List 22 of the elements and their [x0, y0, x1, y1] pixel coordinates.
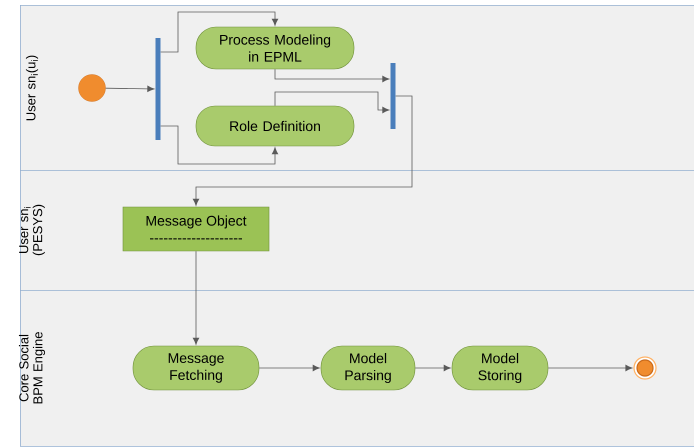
node-label: User sn$_{i}$(u$_{i}$)	[26, 56, 38, 120]
arrow	[258, 364, 320, 372]
start-circle	[78, 74, 106, 102]
object-box: Message Object --------------------	[122, 206, 270, 252]
arrow	[274, 68, 390, 82]
end-circle	[633, 356, 657, 380]
arrow	[160, 12, 278, 52]
arrow	[160, 126, 278, 164]
activity-box: Model Storing	[452, 346, 548, 390]
arrow	[192, 250, 200, 345]
activity-box: Message Fetching	[132, 346, 260, 390]
arrow	[105, 86, 154, 92]
sync-bar	[390, 63, 396, 129]
sync-bar	[156, 38, 160, 140]
activity-box: Process Modeling in EPML	[196, 26, 354, 70]
arrow	[414, 364, 451, 372]
arrow	[274, 92, 390, 114]
activity-box: Model Parsing	[320, 346, 416, 390]
arrow	[192, 96, 412, 206]
arrow	[548, 364, 632, 372]
activity-box: Role Definition	[196, 106, 354, 146]
node-label: User sn$_{i}$ (PESYS)	[19, 204, 45, 256]
